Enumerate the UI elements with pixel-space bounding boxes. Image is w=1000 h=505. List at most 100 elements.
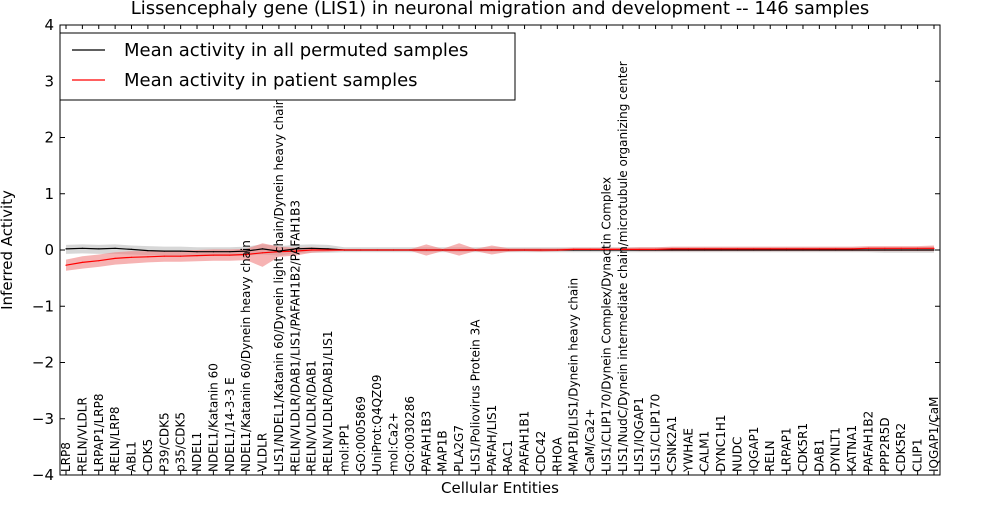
x-tick-label: DAB1 [812,439,826,472]
series-1-point [278,251,280,253]
x-tick-label: NDEL1/Katanin 60 [206,363,220,472]
series-1-point [491,249,493,251]
series-1-point [130,256,133,258]
series-0-point [687,249,689,251]
x-tick-label: IQGAP1/CaM [927,397,941,473]
series-1-point [360,249,362,251]
series-1-point [687,248,689,250]
series-1-point [392,249,395,251]
series-0-point [917,249,919,251]
series-1-point [81,261,83,263]
series-0-point [98,248,100,250]
y-tick-label: 3 [44,72,54,90]
series-1-point [884,247,886,249]
y-tick-label: −2 [32,354,54,372]
series-1-point [311,249,313,251]
series-1-point [769,248,771,250]
x-tick-label: DYNLT1 [829,427,843,472]
x-tick-label: PAFAH/LIS1 [485,405,499,472]
series-0-point [261,248,264,250]
x-tick-label: VLDLR [256,433,270,472]
series-1-point [573,248,575,250]
x-tick-label: RAC1 [501,440,515,472]
series-0-point [835,249,837,251]
series-1-point [917,247,919,249]
x-tick-label: LIS1/CLIP170/Dynein Complex/Dynactin Com… [600,177,614,472]
y-tick-label: 0 [44,241,54,259]
x-tick-label: DYNC1H1 [714,414,728,472]
x-tick-label: NDEL1/Katanin 60/Dynein heavy chain [239,240,253,472]
x-tick-label: UniProt:Q4QZ09 [370,374,384,472]
series-1-point [605,248,608,250]
series-1-point [245,253,247,256]
x-tick-label: CLIP1 [911,439,925,472]
series-1-point [261,252,264,254]
series-0-point [884,249,886,251]
series-0-point [229,251,231,253]
series-1-point [671,248,673,250]
y-tick-label: −4 [32,466,54,484]
x-tick-label: RELN/VLDLR/DAB1/LIS1 [321,331,335,472]
series-1-point [474,249,476,251]
series-1-point [212,254,214,256]
x-tick-label: PAFAH1B2 [862,411,876,472]
x-tick-label: LRPAP1 [780,427,794,472]
series-0-point [212,251,214,253]
series-1-point [589,248,591,250]
x-tick-label: GO:0005869 [354,396,368,472]
series-0-point [311,247,313,249]
confidence-bands [66,243,934,271]
series-1-point [65,264,67,266]
series-1-point [818,248,821,250]
series-1-point [720,248,722,250]
x-axis-label: Cellular Entities [441,479,559,497]
x-tick-label: CDK5R1 [796,423,810,472]
x-tick-label: YWHAE [681,428,695,473]
series-1-point [753,248,755,250]
series-0-point [818,249,821,251]
series-1-point [98,260,100,262]
series-1-point [409,249,411,251]
x-tick-label: LIS1/NudC/Dynein intermediate chain/micr… [616,61,630,472]
series-lines [65,247,935,266]
series-1-point [802,248,804,250]
series-1-point [524,249,526,251]
x-tick-label: PAFAH1B3 [419,411,433,472]
series-0-point [245,250,247,252]
series-0-point [720,249,722,251]
series-0-point [867,249,870,251]
x-tick-label: MAP1B [436,430,450,472]
y-tick-label: 1 [44,185,54,203]
series-0-point [851,249,853,251]
series-1-point [933,247,935,249]
x-tick-label: NUDC [731,437,745,472]
series-1-point [327,249,329,251]
x-tick-label: RELN/VLDLR [75,397,89,472]
series-0-point [147,250,149,252]
x-tick-label: PAFAH1B1 [518,411,532,472]
legend-box [59,32,516,101]
x-tick-label: P39/CDK5 [157,412,171,472]
series-1-point [851,248,853,250]
y-axis-label: Inferred Activity [0,190,16,310]
x-tick-label: CDC42 [534,431,548,472]
x-tick-label: RELN [763,440,777,472]
series-0-point [196,251,198,253]
series-1-point [376,249,378,251]
x-tick-label: LIS1/NDEL1/Katanin 60/Dynein light chain… [272,98,286,472]
x-tick-label: LIS1/Poliovirus Protein 3A [468,319,482,472]
series-0-point [114,247,116,249]
x-tick-label: ABL1 [125,441,139,472]
x-tick-label: mol:PP1 [337,423,351,472]
x-tick-label: MAP1B/LIS1/Dynein heavy chain [567,278,581,472]
series-1-point [196,255,198,257]
x-tick-label: PPP2R5D [878,417,892,472]
x-tick-label: CSNK2A1 [665,416,679,472]
series-0-point [769,249,771,251]
series-1-point [704,248,706,250]
series-1-point [835,248,837,250]
series-1-point [655,248,657,250]
